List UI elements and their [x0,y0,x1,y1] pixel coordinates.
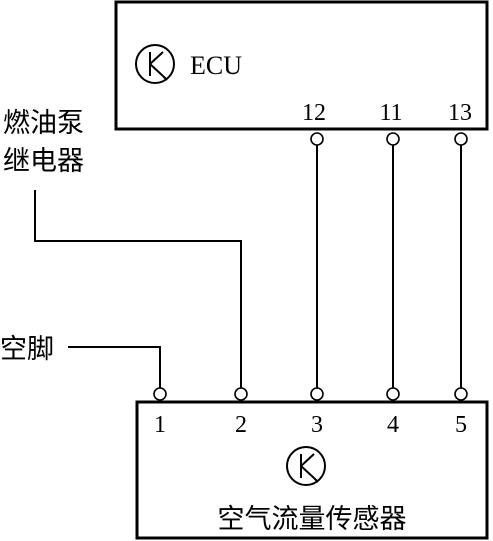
ecu-symbol-icon [135,44,175,84]
fuel-pump-relay-label-line1: 燃油泵 [3,108,84,139]
ecu-pin-12-label: 12 [302,100,326,126]
sensor-terminal-1 [153,387,167,401]
sensor-terminal-3 [310,387,324,401]
sensor-terminal-2 [234,387,248,401]
wire-relay-sensor2 [34,190,242,389]
sensor-symbol-icon [286,446,326,486]
sensor-label: 空气流量传感器 [218,504,407,535]
ecu-terminal-12 [310,132,324,146]
ecu-pin-11-label: 11 [379,100,402,126]
wire-empty-pin-sensor1 [68,346,161,389]
sensor-pin-4-label: 4 [387,412,399,438]
ecu-pin-13-label: 13 [448,100,472,126]
sensor-box [135,400,489,540]
ecu-terminal-13 [454,132,468,146]
ecu-box [114,0,489,131]
sensor-pin-2-label: 2 [235,412,247,438]
sensor-terminal-5 [454,387,468,401]
empty-pin-label: 空脚 [0,334,54,365]
sensor-pin-1-label: 1 [154,412,166,438]
fuel-pump-relay-label-line2: 继电器 [3,146,84,177]
ecu-label: ECU [190,51,242,80]
ecu-terminal-11 [386,132,400,146]
sensor-pin-5-label: 5 [455,412,467,438]
sensor-terminal-4 [386,387,400,401]
sensor-pin-3-label: 3 [311,412,323,438]
